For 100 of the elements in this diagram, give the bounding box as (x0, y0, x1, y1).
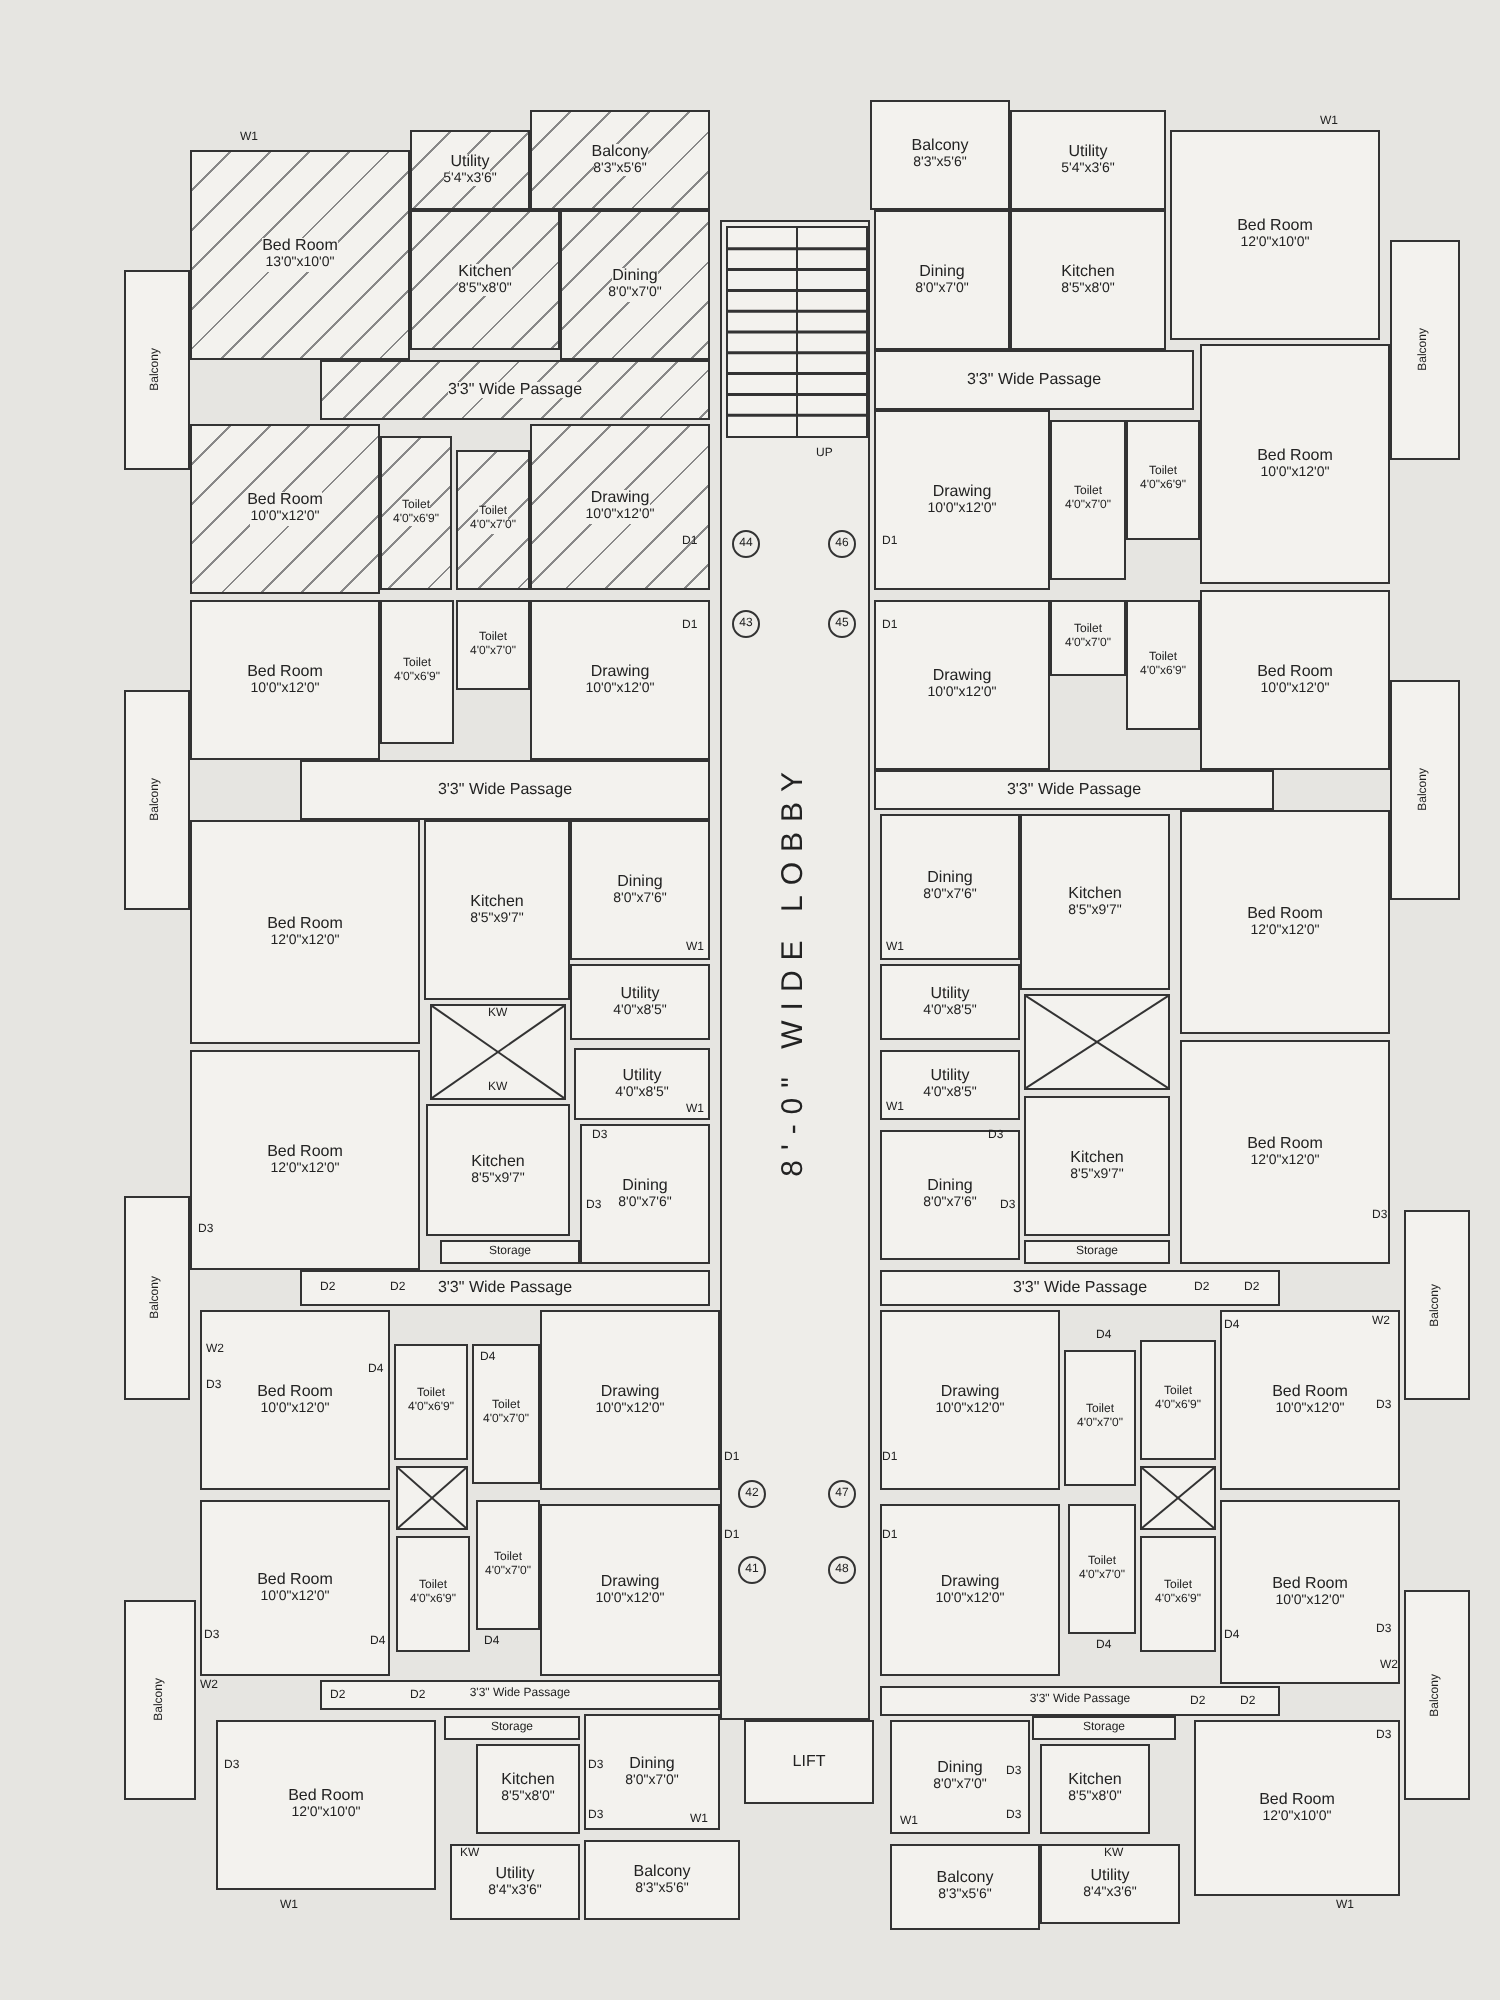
room (1040, 1844, 1180, 1924)
room (472, 1344, 540, 1484)
room (190, 820, 420, 1044)
room-name: Drawing (600, 1383, 660, 1402)
room (880, 1270, 1280, 1306)
room-name: Drawing (590, 663, 650, 682)
room (1390, 680, 1460, 900)
room-name: Bed Room (267, 915, 343, 934)
shaft-box (1140, 1466, 1216, 1530)
room (440, 1240, 580, 1264)
shaft-box (1024, 994, 1170, 1090)
room-name: Dining (612, 268, 658, 287)
room (190, 424, 380, 594)
room (880, 814, 1020, 960)
room-name: Utility (495, 1865, 535, 1884)
room (394, 1344, 468, 1460)
room-name: Kitchen (458, 263, 512, 282)
room-name: Utility (450, 153, 490, 172)
room (1064, 1350, 1136, 1486)
room-name: LIFT (792, 1753, 826, 1771)
room-name: Utility (930, 1068, 970, 1086)
room (450, 1844, 580, 1920)
room-name: Utility (1090, 1867, 1130, 1886)
room-name: Balcony (911, 138, 969, 156)
room (880, 1050, 1020, 1120)
room-name: Bed Room (247, 492, 323, 511)
room-name: 3'3" Wide Passage (447, 381, 583, 399)
room (1040, 1744, 1150, 1834)
room (200, 1500, 390, 1676)
room (880, 1686, 1280, 1716)
room (530, 110, 710, 210)
room (410, 130, 530, 210)
room-name: Bed Room (288, 1788, 364, 1806)
room-name: Kitchen (1068, 1772, 1122, 1790)
room-name: Bed Room (1257, 663, 1333, 682)
room (1010, 210, 1166, 350)
room-name: Dining (617, 873, 663, 892)
room-name: 3'3" Wide Passage (1012, 1279, 1148, 1297)
room (1024, 1096, 1170, 1236)
room (424, 820, 570, 1000)
room (380, 436, 452, 590)
shaft-box (430, 1004, 566, 1100)
room-name: Dining (927, 1178, 973, 1196)
room (456, 450, 530, 590)
room (1020, 814, 1170, 990)
room (1194, 1720, 1400, 1896)
room (570, 964, 710, 1040)
room (1050, 420, 1126, 580)
room-name: Kitchen (470, 893, 524, 912)
room (200, 1310, 390, 1490)
room (540, 1504, 720, 1676)
room (320, 1680, 720, 1710)
room (1180, 1040, 1390, 1264)
room (570, 820, 710, 960)
room (1200, 590, 1390, 770)
room (1140, 1536, 1216, 1652)
room-name: Dining (629, 1755, 675, 1774)
room-name: 3'3" Wide Passage (437, 781, 573, 799)
room (1200, 344, 1390, 584)
room (1180, 810, 1390, 1034)
room (300, 760, 710, 820)
room-name: Bed Room (1247, 1135, 1323, 1154)
room (560, 210, 710, 360)
room (1140, 1340, 1216, 1460)
room (530, 424, 710, 590)
room (410, 210, 560, 350)
room (890, 1720, 1030, 1834)
staircase-drawing (726, 226, 868, 438)
room-name: Dining (927, 870, 973, 888)
room (1220, 1310, 1400, 1490)
room (540, 1310, 720, 1490)
room (1032, 1716, 1176, 1740)
room-name: Bed Room (1259, 1791, 1335, 1810)
room-name: Utility (930, 985, 970, 1004)
room (124, 1600, 196, 1800)
room-name: Bed Room (257, 1571, 333, 1590)
room (444, 1716, 580, 1740)
room-name: 3'3" Wide Passage (1006, 781, 1142, 799)
room (1170, 130, 1380, 340)
room (380, 600, 454, 744)
room (880, 1504, 1060, 1676)
room (300, 1270, 710, 1306)
room (124, 690, 190, 910)
room-name: Drawing (940, 1383, 1000, 1402)
room-name: Balcony (936, 1870, 994, 1888)
room (874, 770, 1274, 810)
room-name: Bed Room (267, 1143, 343, 1162)
room (1010, 110, 1166, 210)
room (870, 100, 1010, 210)
room-name: Drawing (600, 1573, 660, 1592)
room-name: Kitchen (1070, 1149, 1124, 1168)
room (890, 1844, 1040, 1930)
room-name: Bed Room (1272, 1575, 1348, 1594)
room-name: Bed Room (1237, 218, 1313, 236)
room (476, 1500, 540, 1630)
room (456, 600, 530, 690)
room-name: Bed Room (257, 1383, 333, 1402)
room (584, 1714, 720, 1830)
room (874, 600, 1050, 770)
room (190, 600, 380, 760)
